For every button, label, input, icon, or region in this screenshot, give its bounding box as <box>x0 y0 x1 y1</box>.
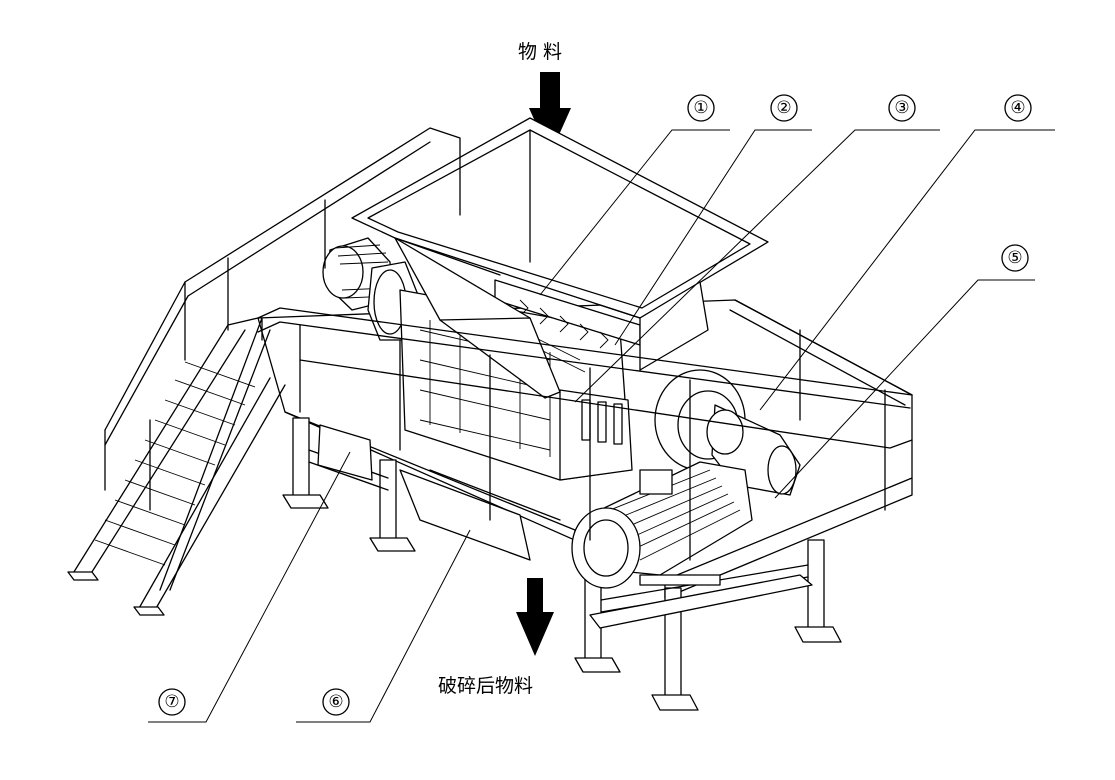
callout-6-label: ⑥ <box>328 692 343 712</box>
callout-3: ③ <box>574 94 940 403</box>
access-stairs <box>67 281 286 616</box>
guard-railings <box>184 127 913 561</box>
drive-motor <box>571 461 753 589</box>
callout-5-label: ⑤ <box>1007 248 1022 268</box>
callout-3-label: ③ <box>894 98 909 118</box>
input-arrow <box>529 72 571 155</box>
shredder-housing <box>399 289 633 481</box>
callout-5: ⑤ <box>774 244 1035 499</box>
callout-1: ① <box>539 94 730 296</box>
input-material-label: 物 料 <box>518 41 562 63</box>
rear-motor <box>322 237 421 341</box>
callout-1-label: ① <box>693 98 708 118</box>
callout-4-label: ④ <box>1010 98 1025 118</box>
output-arrow <box>516 578 554 656</box>
callout-4: ④ <box>759 94 1055 411</box>
discharge-chute <box>317 424 561 561</box>
callout-2: ② <box>614 94 812 346</box>
output-material-label: 破碎后物料 <box>438 675 533 697</box>
callout-7-label: ⑦ <box>164 692 179 712</box>
callout-2-label: ② <box>776 98 791 118</box>
callout-7: ⑦ <box>148 451 351 723</box>
drive-gearbox <box>654 369 801 496</box>
callout-6: ⑥ <box>296 529 471 723</box>
